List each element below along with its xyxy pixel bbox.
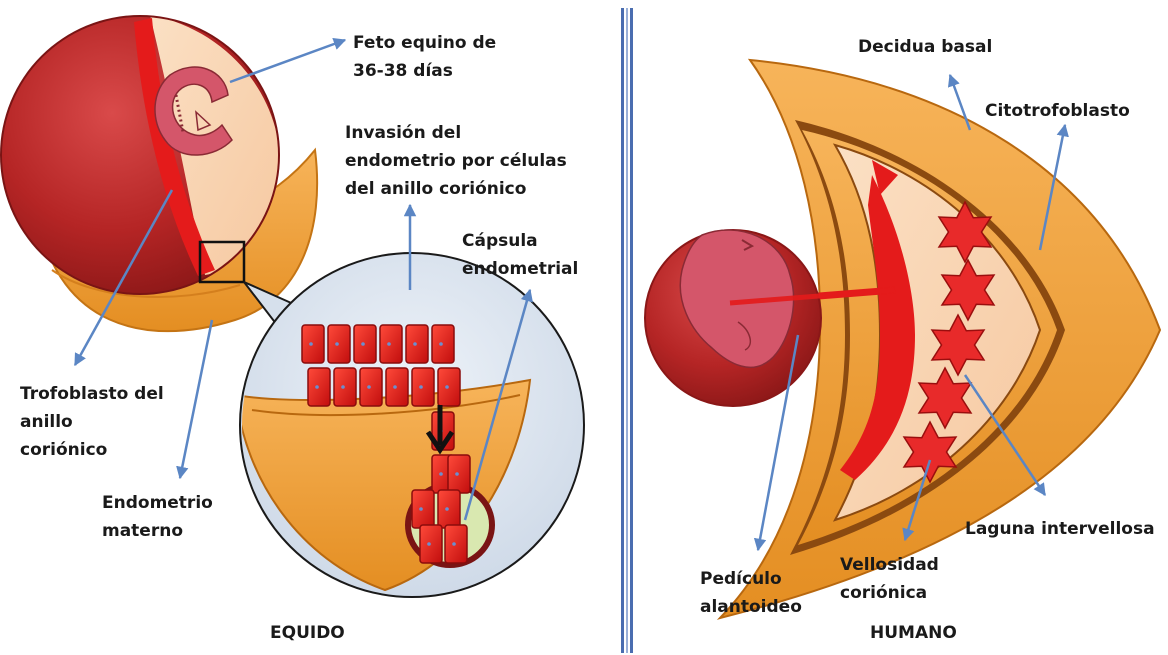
label-endometrio-line2: materno	[102, 518, 183, 544]
trofoblast-cell	[445, 525, 467, 563]
panel-divider	[621, 8, 633, 653]
label-trofoblasto-line2: anillo	[20, 409, 73, 435]
label-citotrofoblasto: Citotrofoblasto	[985, 98, 1130, 124]
trofoblast-cell	[328, 325, 350, 363]
trofoblast-cell	[406, 325, 428, 363]
label-capsula-line1: Cápsula	[462, 228, 538, 254]
trofoblast-cell	[302, 325, 324, 363]
trofoblast-cell	[386, 368, 408, 406]
label-pediculo-line1: Pedículo	[700, 566, 782, 592]
equido-title: EQUIDO	[270, 620, 345, 646]
trofoblast-cell	[448, 455, 470, 493]
equido-conceptus	[0, 15, 280, 295]
label-capsula-line2: endometrial	[462, 256, 578, 282]
label-invasion-line2: endometrio por células	[345, 148, 567, 174]
humano-embryo	[645, 230, 821, 406]
trofoblast-cell	[308, 368, 330, 406]
label-trofoblasto-line3: coriónico	[20, 437, 107, 463]
label-vellosidad-line1: Vellosidad	[840, 552, 939, 578]
label-pediculo-line2: alantoideo	[700, 594, 802, 620]
label-decidua: Decidua basal	[858, 34, 992, 60]
label-invasion-line1: Invasión del	[345, 120, 461, 146]
trofoblast-cell	[360, 368, 382, 406]
label-laguna: Laguna intervellosa	[965, 516, 1155, 542]
trofoblast-cell	[438, 368, 460, 406]
equido-zoom-bubble	[236, 253, 584, 597]
label-trofoblasto-line1: Trofoblasto del	[20, 381, 164, 407]
label-feto-line2: 36-38 días	[353, 58, 453, 84]
trofoblast-cell	[334, 368, 356, 406]
label-feto-line1: Feto equino de	[353, 30, 496, 56]
label-vellosidad-line2: coriónica	[840, 580, 927, 606]
trofoblast-cell	[412, 490, 434, 528]
trofoblast-cell	[432, 325, 454, 363]
trofoblast-cell	[420, 525, 442, 563]
label-endometrio-line1: Endometrio	[102, 490, 213, 516]
equido-diagram	[0, 15, 584, 597]
label-invasion-line3: del anillo coriónico	[345, 176, 526, 202]
trofoblast-cell	[412, 368, 434, 406]
trofoblast-cell	[380, 325, 402, 363]
trofoblast-cell	[438, 490, 460, 528]
trofoblast-cell	[354, 325, 376, 363]
humano-title: HUMANO	[870, 620, 957, 646]
